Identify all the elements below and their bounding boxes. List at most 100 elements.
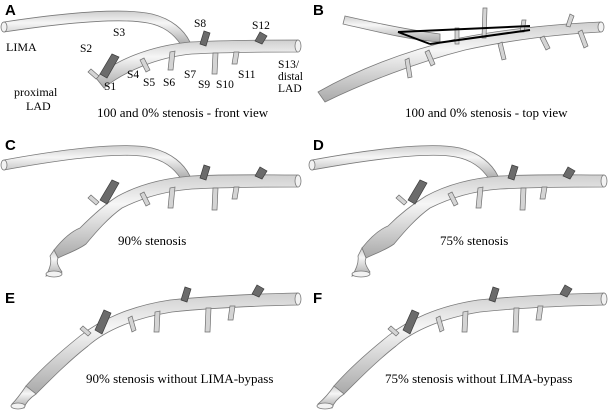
d-distal-end <box>600 174 608 188</box>
b-line-top <box>397 25 531 33</box>
lad-distal-end <box>294 39 302 53</box>
panel-e-letter: E <box>5 290 15 307</box>
caption-e: 90% stenosis without LIMA-bypass <box>86 371 273 386</box>
c-distal-end <box>294 174 302 188</box>
d-proximal-end <box>351 270 371 278</box>
b-branch-9 <box>577 29 589 49</box>
c-lima-vessel <box>3 145 191 180</box>
b-lima-vessel <box>342 15 441 43</box>
f-branch-s8 <box>488 286 500 303</box>
f-branch-s9 <box>512 307 520 333</box>
d-branch-s1 <box>395 194 408 206</box>
f-proximal-end <box>316 402 334 410</box>
caption-b: 100 and 0% stenosis - top view <box>405 105 568 120</box>
label-s4: S4 <box>127 69 139 81</box>
e-branch-s2-s3 <box>94 309 112 335</box>
b-line-bottom <box>429 29 531 45</box>
label-s3: S3 <box>113 27 125 39</box>
caption-f: 75% stenosis without LIMA-bypass <box>385 371 572 386</box>
f-branch-s2-s3 <box>402 309 420 335</box>
label-s13-line2: distal <box>278 71 303 83</box>
label-proximal-lad-line2: LAD <box>26 99 51 113</box>
b-lad-vessel <box>317 21 602 103</box>
e-branch-s9 <box>204 307 212 333</box>
b-line-mid <box>397 31 431 45</box>
caption-c: 90% stenosis <box>118 233 186 248</box>
label-s5: S5 <box>143 77 155 89</box>
d-branch-s10 <box>539 186 548 200</box>
label-s9: S9 <box>198 79 210 91</box>
b-branch-2 <box>424 49 436 67</box>
label-s13-line3: LAD <box>278 83 302 95</box>
d-branch-s9 <box>519 187 527 211</box>
c-proximal-end <box>45 270 63 278</box>
f-distal-end <box>600 292 608 306</box>
d-lima-vessel <box>311 145 499 180</box>
label-lima: LIMA <box>6 40 37 54</box>
lima-end <box>0 21 8 33</box>
branch-s9 <box>211 52 219 75</box>
c-branch-s12 <box>254 166 268 180</box>
label-s8: S8 <box>194 18 206 30</box>
c-branch-s2-s3 <box>99 179 120 205</box>
c-branch-s1 <box>87 194 100 206</box>
branch-s1 <box>87 68 100 80</box>
branch-s8 <box>199 30 211 47</box>
e-proximal-end <box>10 402 26 410</box>
panel-d-letter: D <box>313 137 324 154</box>
e-branch-s4 <box>127 315 137 333</box>
c-branch-s8 <box>199 164 211 181</box>
d-branch-s2-s3 <box>407 179 428 205</box>
label-s12: S12 <box>252 20 270 32</box>
c-branch-s10 <box>231 186 240 200</box>
panel-f-letter: F <box>313 290 322 307</box>
c-lima-end <box>0 159 8 171</box>
caption-a: 100 and 0% stenosis - front view <box>97 105 269 120</box>
panel-e: E 90% stenosis without LIMA-bypass <box>5 284 302 410</box>
b-branch-1 <box>404 57 413 79</box>
c-branch-s4 <box>139 191 151 207</box>
label-s11: S11 <box>238 69 256 81</box>
e-branch-s12 <box>251 284 265 298</box>
label-s10: S10 <box>216 79 234 91</box>
b-branch-7 <box>539 35 551 51</box>
e-branch-s10 <box>227 305 236 321</box>
branch-s12 <box>254 31 268 45</box>
f-branch-s6 <box>461 310 469 333</box>
label-s7: S7 <box>184 69 196 81</box>
panel-c-letter: C <box>5 137 16 154</box>
panel-c: C 90% stenosis <box>0 137 302 278</box>
branch-s6 <box>167 50 176 71</box>
label-proximal-lad: proximal LAD <box>14 85 60 113</box>
panel-f: F 75% stenosis without LIMA-bypass <box>313 284 608 410</box>
label-s6: S6 <box>163 77 175 89</box>
label-s13-distal-lad: S13/ distal LAD <box>278 59 306 95</box>
b-branch-8 <box>565 13 575 28</box>
c-branch-s6 <box>167 186 176 209</box>
f-branch-s1 <box>387 325 400 337</box>
b-branch-4 <box>481 7 488 39</box>
c-branch-s9 <box>211 187 219 211</box>
panel-d: D 75% stenosis <box>308 137 608 278</box>
d-branch-s6 <box>475 186 484 209</box>
d-lima-end <box>308 159 316 171</box>
caption-d: 75% stenosis <box>440 233 508 248</box>
label-proximal-lad-line1: proximal <box>14 85 58 99</box>
f-branch-s4 <box>435 315 445 333</box>
d-branch-s8 <box>507 164 519 181</box>
branch-s2-s3 <box>99 53 120 79</box>
panel-a: A LIMA proximal LAD S2 S3 S1 S4 S5 S6 S7… <box>0 2 306 120</box>
e-distal-end <box>294 292 302 306</box>
e-branch-s1 <box>79 325 92 337</box>
label-s13-line1: S13/ <box>278 59 300 71</box>
b-branch-3 <box>454 27 460 45</box>
panel-b: B 100 and 0% stenosis - top view <box>313 2 605 120</box>
b-branch-5 <box>497 41 507 61</box>
e-branch-s8 <box>180 286 192 303</box>
f-branch-s10 <box>535 305 544 321</box>
b-distal-end <box>597 21 605 33</box>
d-branch-s12 <box>562 166 576 180</box>
e-branch-s6 <box>153 310 161 333</box>
